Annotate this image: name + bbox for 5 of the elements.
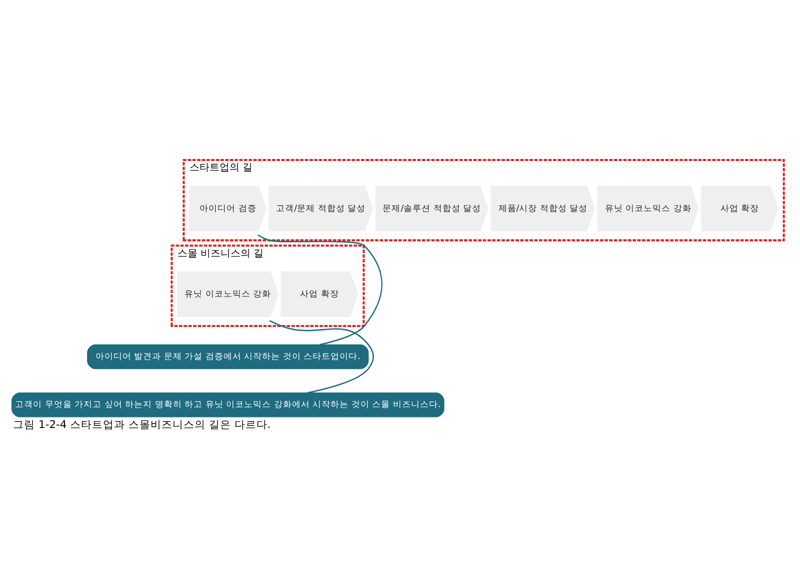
node-box: 고객이 무엇을 가지고 싶어 하는지 명확히 하고 유닛 이코노믹스 강화에서 시작하는 것이 스몰 비즈니스다. <box>10 392 444 417</box>
connector <box>257 234 382 345</box>
connector <box>268 320 374 393</box>
caption: 그림 1-2-4 스타트업과 스몰비즈니스의 길은 다르다. <box>12 418 270 431</box>
node-box: 아이디어 발견과 문제 가설 검증에서 시작하는 것이 스타트업이다. <box>86 344 368 369</box>
